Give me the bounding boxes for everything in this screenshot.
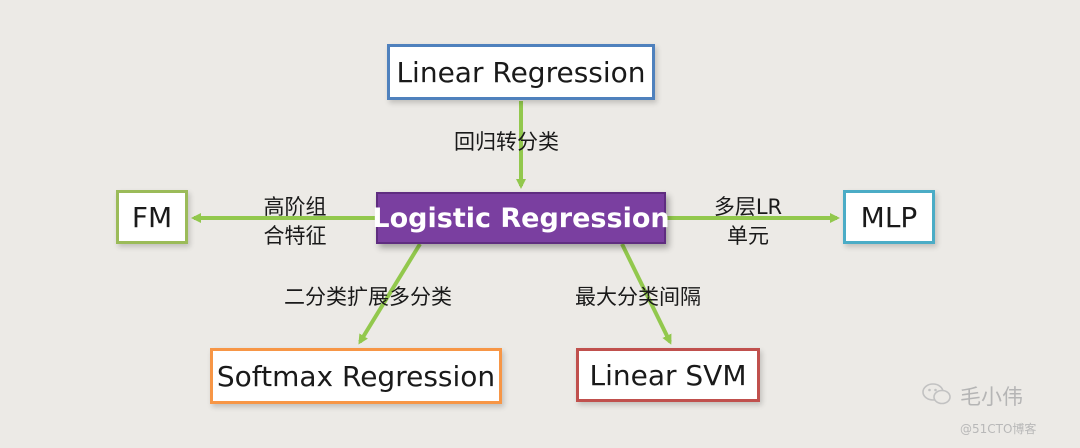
edge-label-linear-to-logistic: 回归转分类 [454, 130, 559, 154]
arrow-logistic-to-svm [620, 243, 672, 345]
watermark-site: @51CTO博客 [960, 422, 1037, 436]
node-fm: FM [116, 190, 188, 244]
edge-label-logistic-to-svm: 最大分类间隔 [575, 285, 701, 309]
node-linear-svm: Linear SVM [576, 348, 760, 402]
edge-label-logistic-to-mlp: 多层LR 单元 [712, 193, 784, 251]
node-mlp: MLP [843, 190, 935, 244]
arrow-logistic-to-softmax [358, 242, 422, 345]
node-logistic-regression: Logistic Regression [372, 192, 670, 244]
edge-label-mlp-line2: 单元 [727, 224, 769, 248]
edge-label-mlp-line1: 多层LR [713, 195, 783, 219]
edge-label-fm-line2: 合特征 [263, 224, 327, 248]
watermark-author: 毛小伟 [960, 385, 1023, 409]
wechat-icon [922, 383, 951, 405]
node-softmax-regression: Softmax Regression [210, 348, 502, 404]
edge-label-fm-line1: 高阶组 [263, 195, 327, 219]
edge-label-logistic-to-fm: 高阶组 合特征 [252, 193, 338, 251]
edge-label-logistic-to-softmax: 二分类扩展多分类 [284, 285, 452, 309]
node-linear-regression: Linear Regression [387, 44, 655, 100]
